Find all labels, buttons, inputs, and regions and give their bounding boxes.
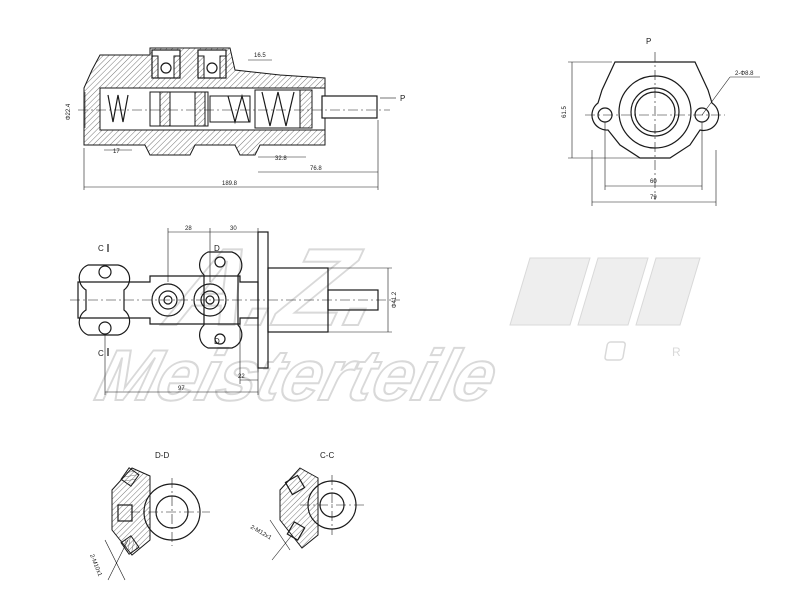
dim-body-diameter: Φ41.2: [392, 291, 398, 308]
end-view: P 61.5 2-Φ8.8 60 79: [562, 37, 760, 206]
section-dd-title: D-D: [155, 451, 169, 460]
watermark-registered: R: [604, 341, 681, 361]
section-dd: D-D 2-M10x1: [88, 451, 210, 581]
svg-text:R: R: [672, 345, 681, 359]
dim-top-offset: 16.5: [254, 53, 266, 59]
section-cc-title: C-C: [320, 451, 334, 460]
dim-thread-cc: 2-M12x1: [249, 525, 273, 542]
dim-reservoir-offset: 22: [238, 374, 245, 380]
marker-c-top: C: [98, 244, 104, 253]
reservoir-port-1: [151, 49, 181, 79]
dim-flange-offset: 76.8: [310, 166, 322, 172]
dim-flange-width: 79: [650, 195, 657, 201]
watermark-brand: Meisterteile: [89, 335, 507, 416]
dim-hole-spec: 2-Φ8.8: [735, 71, 754, 77]
dim-length-to-flange: 97: [178, 386, 185, 392]
label-p-section: P: [400, 94, 405, 103]
reservoir-port-2: [197, 49, 227, 79]
boss-c: [78, 264, 131, 336]
marker-d-bottom: D: [214, 337, 220, 346]
watermark-stripes: [509, 257, 701, 326]
dim-bore: Φ22.4: [66, 103, 72, 120]
dim-bolt-spacing: 60: [650, 179, 657, 185]
return-spring: [107, 94, 129, 123]
marker-d-top: D: [214, 244, 220, 253]
section-cc: C-C 2-M12x1: [249, 451, 366, 561]
boss-d: [199, 251, 243, 349]
watermark-monogram: A.Z.: [154, 226, 398, 349]
section-dd-body: [111, 467, 151, 556]
section-view: Φ22.4 16.5 17 32.8 76.8 189.8 P: [66, 47, 405, 190]
flange-outline: [591, 61, 720, 159]
dim-port-offset: 32.8: [275, 156, 287, 162]
dim-inlet-offset: 17: [113, 149, 120, 155]
dim-port-pitch-1: 28: [185, 226, 192, 232]
secondary-piston: [209, 95, 251, 123]
port-circle-2: [193, 283, 227, 317]
watermark: A.Z. Meisterteile R: [88, 225, 701, 417]
dim-port-pitch-2: 30: [230, 226, 237, 232]
dim-height: 61.5: [562, 106, 568, 118]
pushrod: [321, 95, 378, 119]
flange-bore: [630, 87, 680, 137]
dim-overall-length: 189.8: [222, 181, 238, 187]
section-cc-body: [279, 467, 319, 549]
dim-thread-dd: 2-M10x1: [88, 554, 103, 579]
marker-c-bottom: C: [98, 349, 104, 358]
top-view: 28 30 Φ41.2 22 97 C C D D: [70, 226, 400, 395]
flange-outer-ring: [618, 75, 692, 149]
label-p-end: P: [646, 37, 651, 46]
pushrod-top: [327, 289, 379, 311]
port-circle-1: [151, 283, 185, 317]
